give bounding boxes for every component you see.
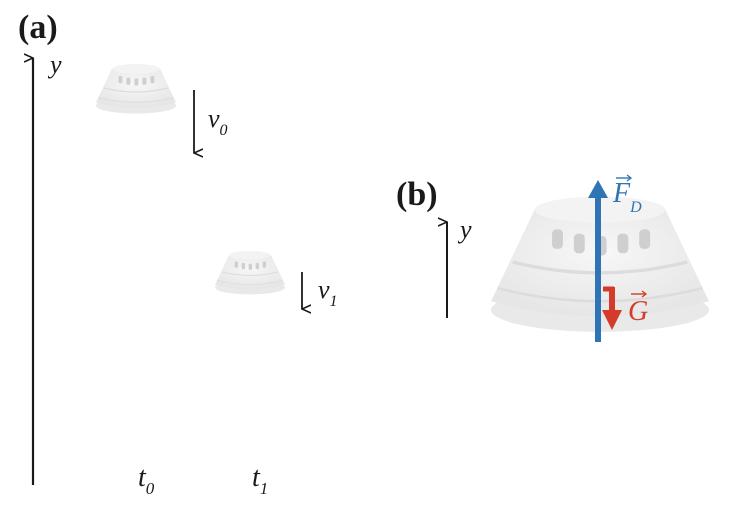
panel-a-y-label: y: [47, 50, 62, 79]
velocity-label-v0: v0: [208, 104, 228, 139]
capsule-icon: [214, 250, 286, 295]
arrow-down-icon: [602, 310, 622, 330]
capsule-icon: [95, 63, 177, 115]
gravity-force-label: G: [628, 296, 648, 327]
time-label-t1: t1: [252, 462, 268, 498]
panel-b-y-label: y: [457, 215, 472, 244]
drag-vector-arrowhead: [626, 174, 633, 182]
velocity-label-v1: v1: [318, 275, 338, 310]
time-label-t0: t0: [138, 462, 155, 498]
panel-a-label: (a): [18, 9, 58, 46]
panel-b-label: (b): [396, 176, 438, 213]
arrow-up-icon: [588, 180, 608, 198]
drag-force-label: FD: [612, 178, 642, 216]
gravity-vector-arrowhead: [641, 290, 648, 298]
